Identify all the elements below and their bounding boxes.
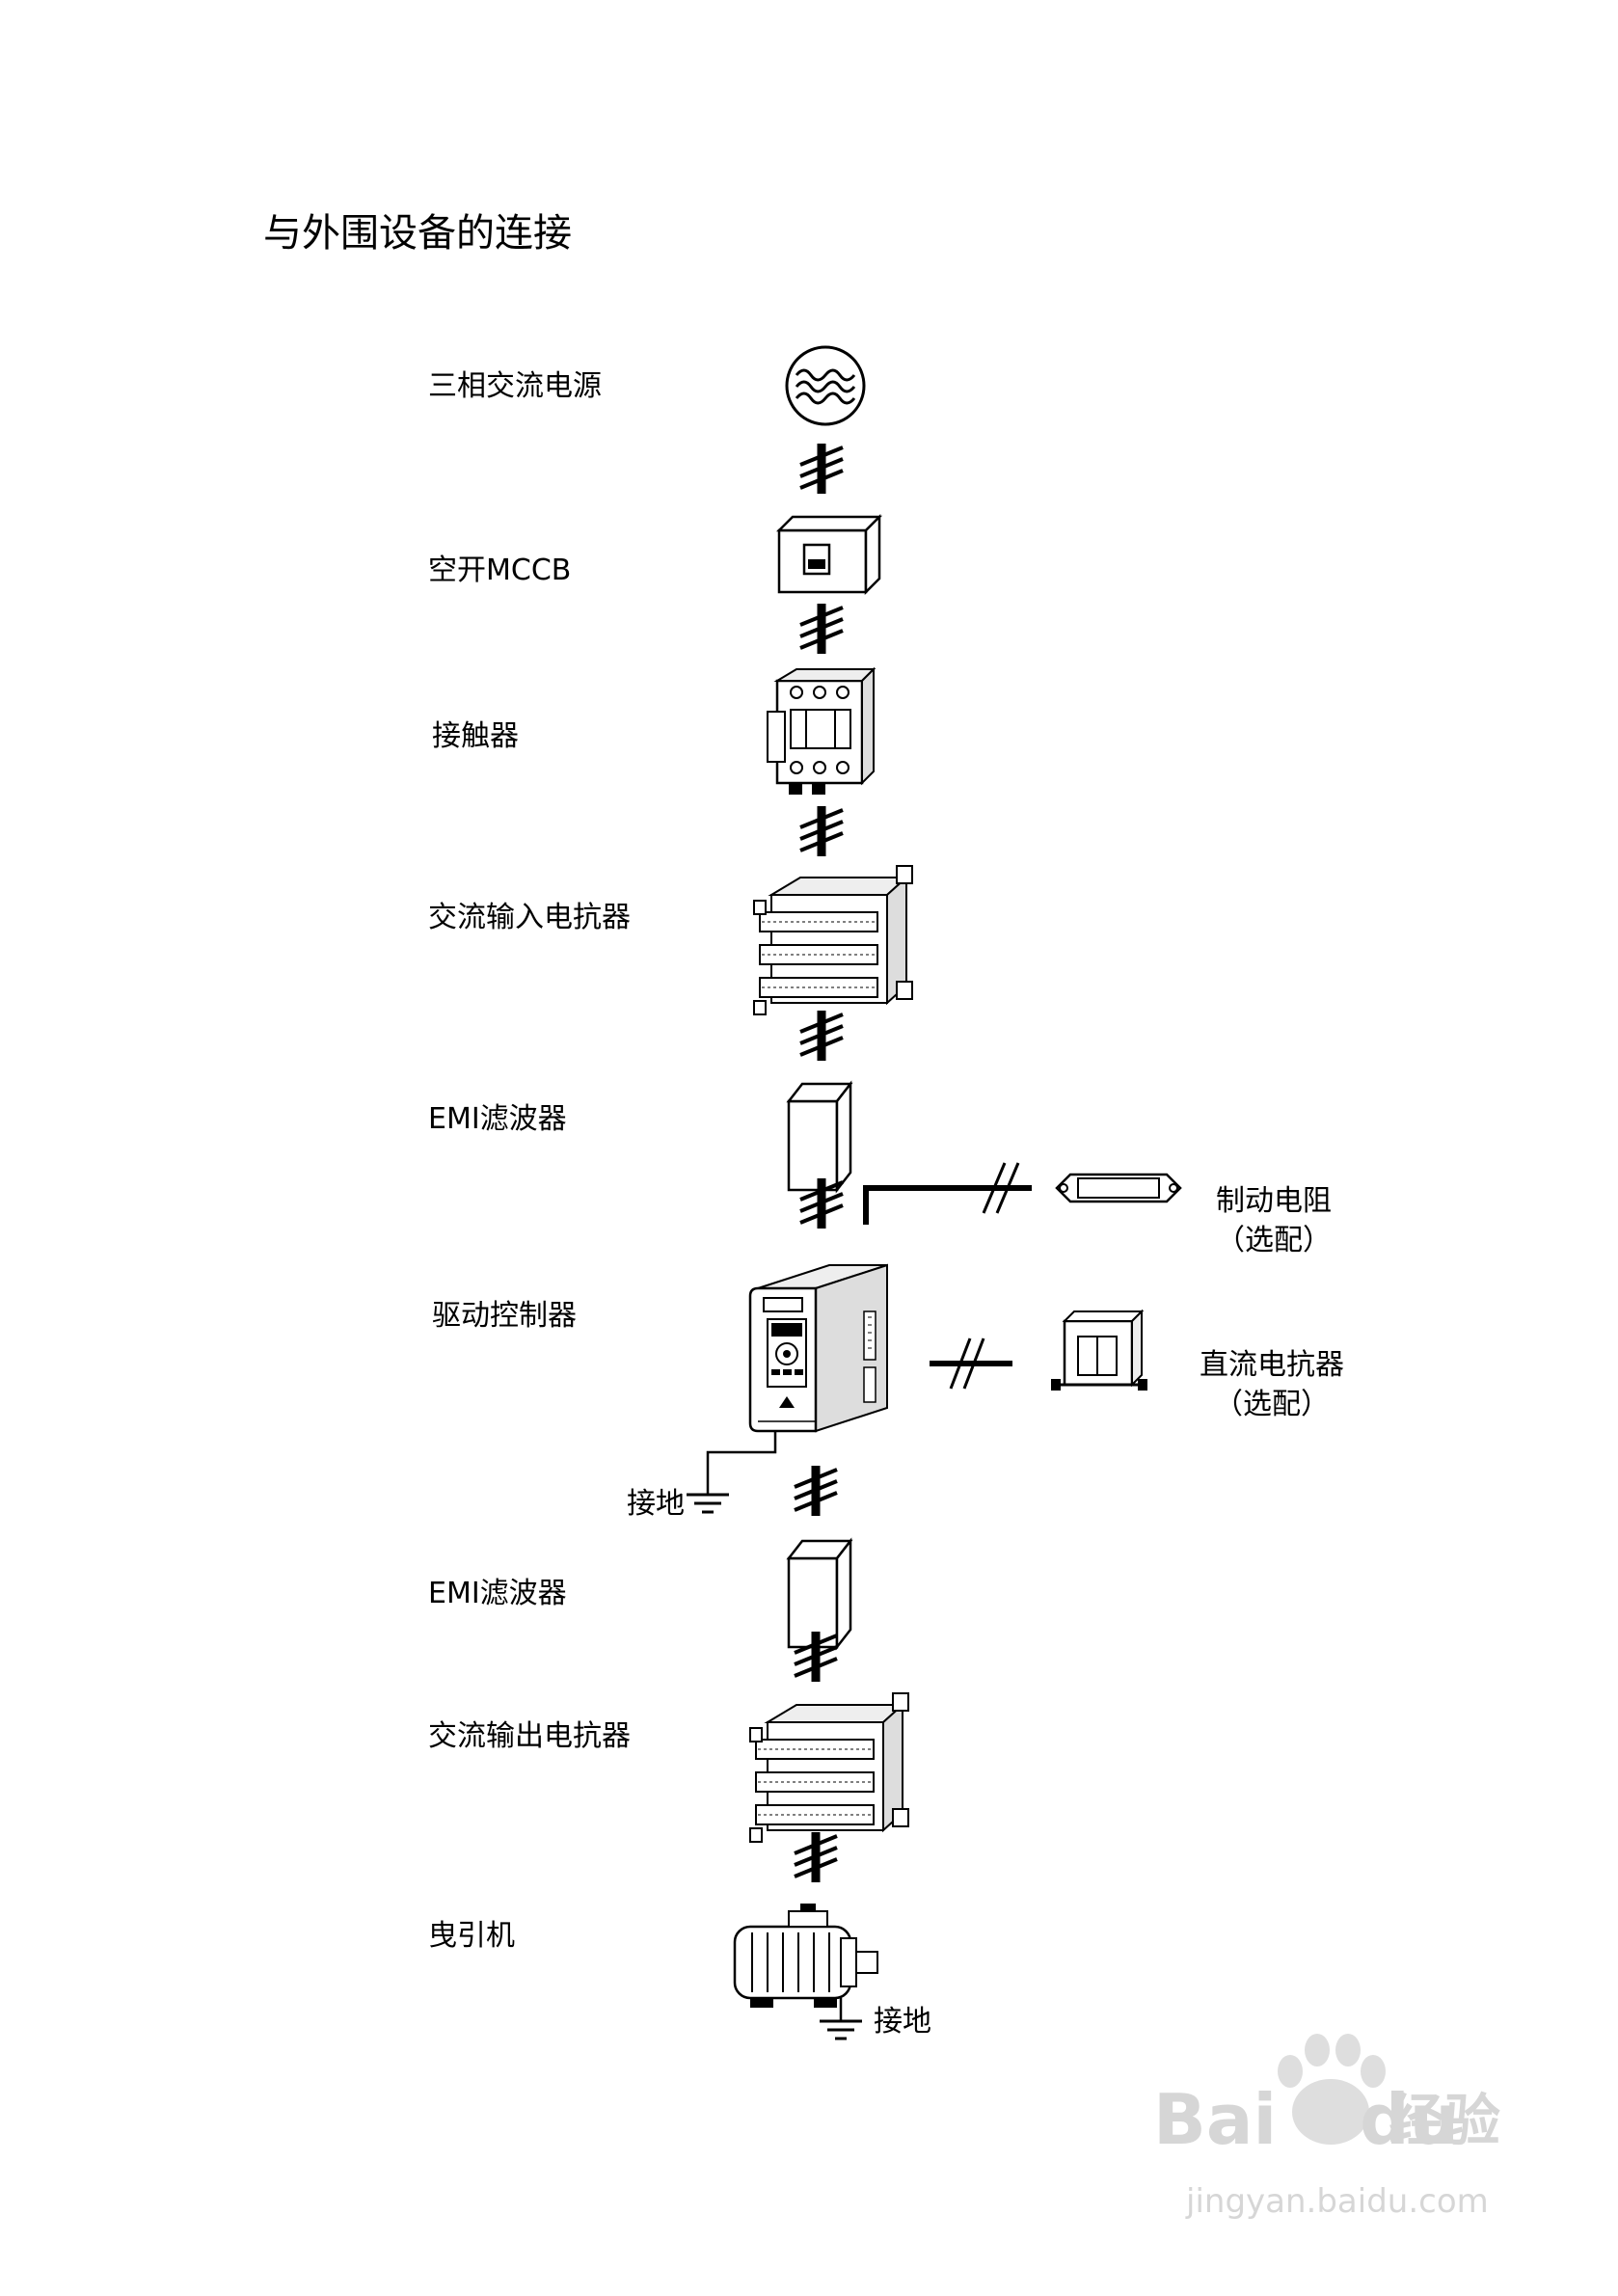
label-power-source: 三相交流电源: [428, 369, 602, 403]
cable-3phase-4: [800, 1011, 843, 1061]
page-title: 与外围设备的连接: [263, 211, 572, 256]
label-emi-filter-input: EMI滤波器: [428, 1102, 567, 1136]
label-traction-machine: 曳引机: [428, 1919, 515, 1953]
ac-output-reactor-icon: [749, 1692, 909, 1843]
brake-resistor-icon: [1055, 1173, 1182, 1203]
label-contactor: 接触器: [432, 719, 519, 753]
label-motor-ground: 接地: [874, 2005, 931, 2039]
brake-resistor-note: （选配）: [1216, 1223, 1332, 1257]
watermark-brand-text-2: du: [1360, 2079, 1459, 2160]
label-drive-ground: 接地: [627, 1487, 685, 1521]
label-dc-reactor: 直流电抗器 （选配）: [1180, 1346, 1363, 1424]
contactor-icon: [767, 666, 876, 795]
drive-controller-icon: [748, 1263, 888, 1433]
cable-3phase-1: [800, 444, 843, 494]
label-ac-input-reactor: 交流输入电抗器: [428, 901, 631, 934]
label-mccb: 空开MCCB: [428, 554, 572, 587]
dc-reactor-name: 直流电抗器: [1200, 1348, 1344, 1382]
cable-3phase-2: [800, 604, 843, 654]
watermark-suffix: 经验: [1389, 2088, 1501, 2153]
watermark-url: jingyan.baidu.com: [1186, 2182, 1489, 2221]
brake-resistor-wire: [863, 1162, 1032, 1225]
traction-machine-icon: [733, 1904, 878, 2008]
label-brake-resistor: 制动电阻 （选配）: [1201, 1182, 1346, 1260]
brake-resistor-name: 制动电阻: [1216, 1184, 1332, 1218]
dc-reactor-wire: [930, 1337, 1012, 1390]
motor-ground-symbol: [818, 1998, 864, 2040]
dc-reactor-icon: [1051, 1309, 1147, 1391]
cable-3phase-3: [800, 806, 843, 856]
mccb-breaker-icon: [775, 513, 883, 596]
ac-input-reactor-icon: [753, 865, 913, 1015]
ac-power-source-icon: [785, 345, 866, 426]
label-ac-output-reactor: 交流输出电抗器: [428, 1719, 631, 1753]
emi-filter-output-icon: [787, 1539, 852, 1649]
cable-3phase-6: [795, 1466, 837, 1516]
drive-ground-symbol: [685, 1431, 777, 1514]
watermark-brand-text: Bai: [1153, 2079, 1278, 2160]
baidu-paw-logo: [1278, 2034, 1386, 2145]
cable-3phase-8: [795, 1832, 837, 1882]
dc-reactor-note: （选配）: [1214, 1387, 1330, 1421]
emi-filter-input-icon: [787, 1082, 852, 1192]
label-drive-controller: 驱动控制器: [432, 1299, 577, 1333]
label-emi-filter-output: EMI滤波器: [428, 1577, 567, 1610]
